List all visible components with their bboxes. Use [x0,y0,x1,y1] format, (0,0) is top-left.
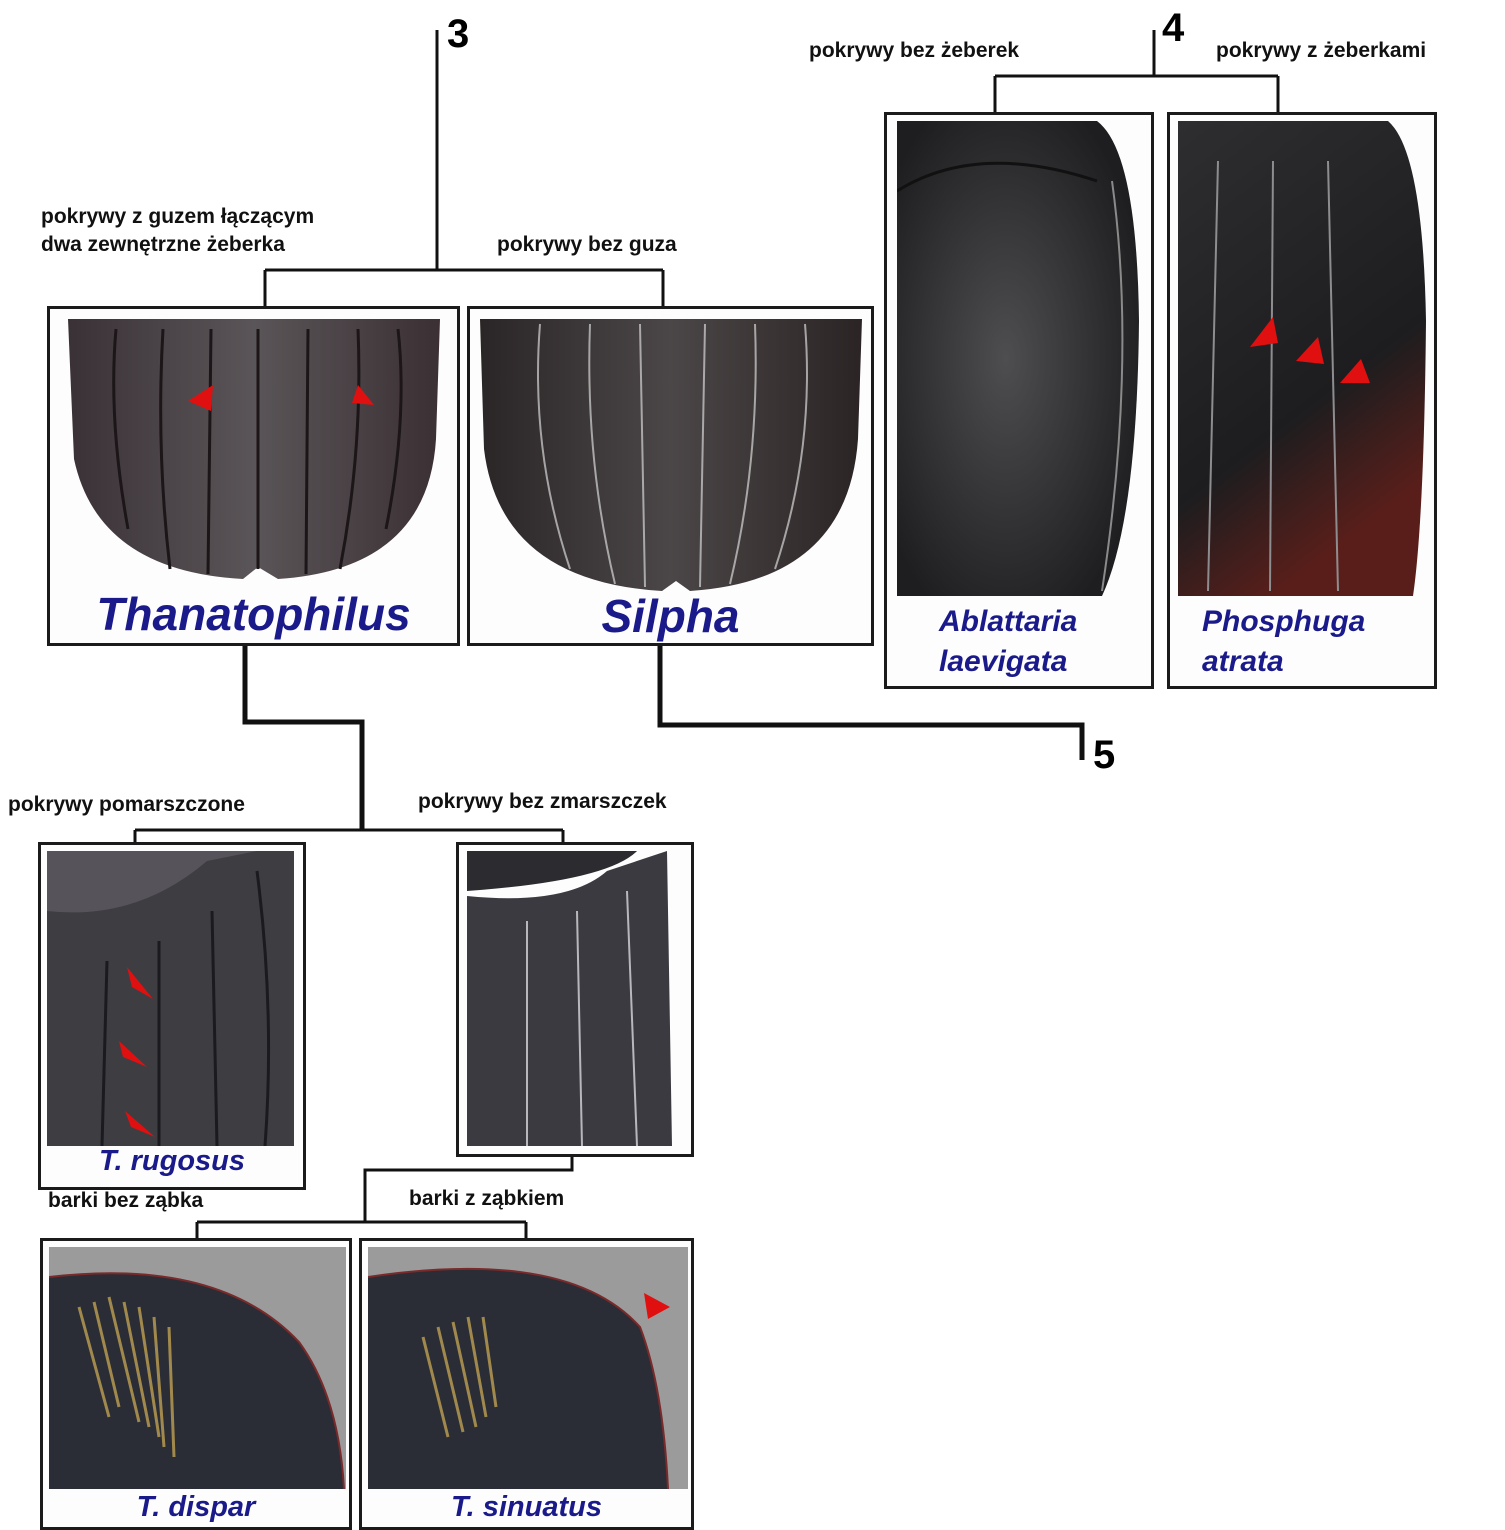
phosphuga-elytron-photo [1178,121,1428,596]
silpha-panel: Silpha [467,306,874,646]
thanatophilus-panel: Thanatophilus [47,306,460,646]
couplet3-connector [265,30,663,308]
thanatophilus-connector [245,645,362,830]
couplet3-left-label-line2: dwa zewnętrzne żeberka [41,232,285,258]
dispar-panel: T. dispar [40,1238,352,1530]
shoulder-right-label: barki z ząbkiem [409,1186,564,1212]
sinuatus-taxon: T. sinuatus [362,1491,691,1524]
rugosus-elytron-photo [47,851,294,1146]
couplet3-number: 3 [447,14,469,54]
ablattaria-elytron-photo [897,121,1142,596]
shoulder-left-label: barki bez ząbka [48,1188,203,1214]
lead5-number: 5 [1093,735,1115,775]
ablattaria-taxon-line1: Ablattaria [939,605,1151,639]
thanatophilus-elytra-photo [68,319,440,582]
phosphuga-taxon-line1: Phosphuga [1202,605,1434,639]
phosphuga-panel: Phosphuga atrata [1167,112,1437,689]
silpha-taxon: Silpha [470,589,871,643]
couplet4-right-label: pokrywy z żeberkami [1216,38,1426,64]
couplet3-right-label: pokrywy bez guza [497,232,677,258]
sinuatus-shoulder-photo [368,1247,688,1489]
thanatophilus-left-label: pokrywy pomarszczone [8,792,245,818]
thanatophilus-right-label: pokrywy bez zmarszczek [418,789,667,815]
smooth-elytron-photo [467,851,685,1146]
dispar-taxon: T. dispar [43,1491,349,1524]
sinuatus-panel: T. sinuatus [359,1238,694,1530]
rugosus-taxon: T. rugosus [41,1145,303,1178]
rugosus-panel: T. rugosus [38,842,306,1190]
phosphuga-taxon-line2: atrata [1202,645,1434,679]
ablattaria-panel: Ablattaria laevigata [884,112,1154,689]
thanatophilus-taxon: Thanatophilus [50,587,457,641]
dispar-shoulder-photo [49,1247,346,1489]
smooth-elytra-panel [456,842,694,1157]
ablattaria-taxon-line2: laevigata [939,645,1151,679]
silpha-elytra-photo [480,319,862,594]
couplet4-left-label: pokrywy bez żeberek [809,38,1019,64]
couplet3-left-label-line1: pokrywy z guzem łączącym [41,204,314,230]
couplet4-number: 4 [1162,8,1184,48]
